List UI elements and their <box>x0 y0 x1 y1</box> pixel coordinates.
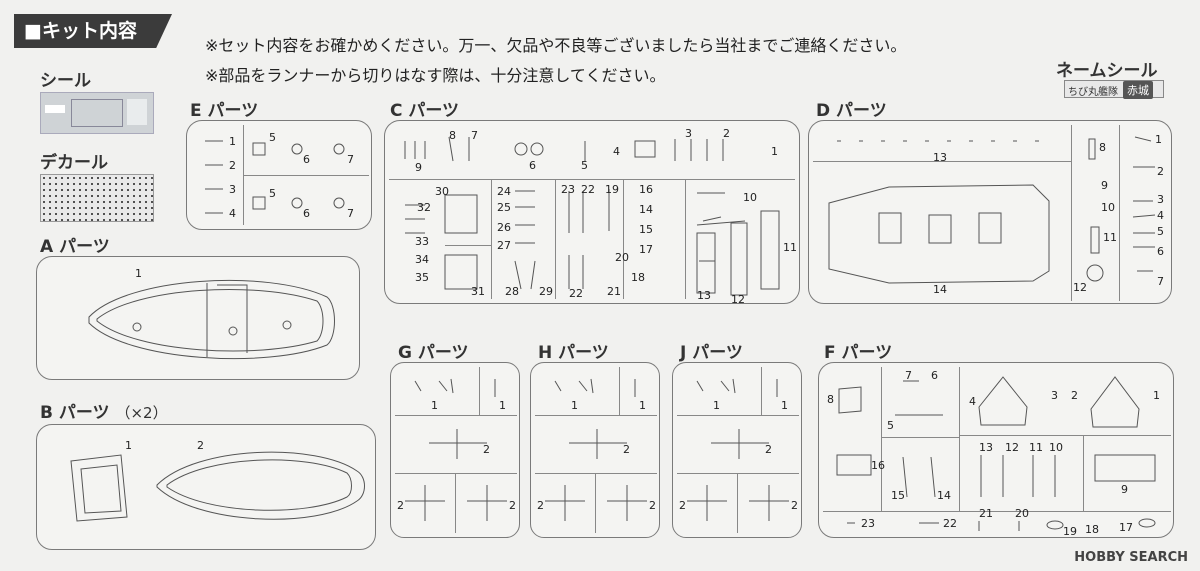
name-seal-title: ネームシール <box>1056 61 1158 81</box>
c-parts-drawing <box>404 136 780 296</box>
a-parts-frame: 1 <box>36 256 360 380</box>
kit-contents-title: ■キット内容 <box>14 14 172 48</box>
j-parts-drawing <box>687 378 789 521</box>
d-parts-drawing <box>828 136 1156 284</box>
b-parts-frame: 1 2 <box>36 424 376 550</box>
h-parts-label: H パーツ <box>538 343 609 363</box>
e-parts-drawing <box>205 140 345 214</box>
h-parts-frame: 1 1 2 2 2 <box>530 362 660 538</box>
d-parts-label: D パーツ <box>816 101 887 121</box>
g-parts-frame: 1 1 2 2 2 <box>390 362 520 538</box>
a-parts-hull-drawing <box>88 279 335 360</box>
f-parts-drawing <box>836 376 1156 531</box>
b-parts-count: （×2） <box>115 404 168 422</box>
d-parts-frame: 13 14 8 9 10 11 12 1 2 3 4 5 6 7 <box>808 120 1172 304</box>
c-parts-label: C パーツ <box>390 101 460 121</box>
j-parts-label: J パーツ <box>680 343 743 363</box>
notice-line-1: ※セット内容をお確かめください。万一、欠品や不良等ございましたら当社までご連絡く… <box>205 36 907 55</box>
hobby-search-watermark: HOBBY SEARCH <box>1074 550 1188 565</box>
a-parts-label: A パーツ <box>40 237 110 257</box>
g-parts-label: G パーツ <box>398 343 469 363</box>
b-parts-drawing <box>70 451 365 522</box>
name-seal-ship: 赤城 <box>1123 81 1153 99</box>
decal-label: デカール <box>40 153 108 173</box>
name-seal-series: ちび丸艦隊 <box>1068 87 1118 98</box>
seal-label: シール <box>40 71 91 91</box>
name-seal-sticker: ちび丸艦隊 赤城 <box>1064 80 1164 99</box>
seal-sheet-thumbnail <box>40 92 154 134</box>
e-parts-label: E パーツ <box>190 101 259 121</box>
c-parts-frame: 9 8 7 6 5 4 3 2 1 32 30 33 34 35 31 24 2… <box>384 120 800 306</box>
f-parts-label: F パーツ <box>824 343 893 363</box>
h-parts-drawing <box>545 378 647 521</box>
b-parts-title: B パーツ <box>40 403 110 423</box>
g-parts-drawing <box>405 378 507 521</box>
e-parts-frame: 1 2 3 4 5 6 7 5 6 7 <box>186 120 372 230</box>
j-parts-frame: 1 1 2 2 2 <box>672 362 802 538</box>
decal-sheet-thumbnail <box>40 174 154 222</box>
b-parts-label: B パーツ （×2） <box>40 398 168 423</box>
notice-line-2: ※部品をランナーから切りはなす際は、十分注意してください。 <box>205 66 666 85</box>
f-parts-frame: 8 7 6 5 16 15 14 4 3 2 1 13 12 11 10 9 2… <box>818 362 1174 538</box>
